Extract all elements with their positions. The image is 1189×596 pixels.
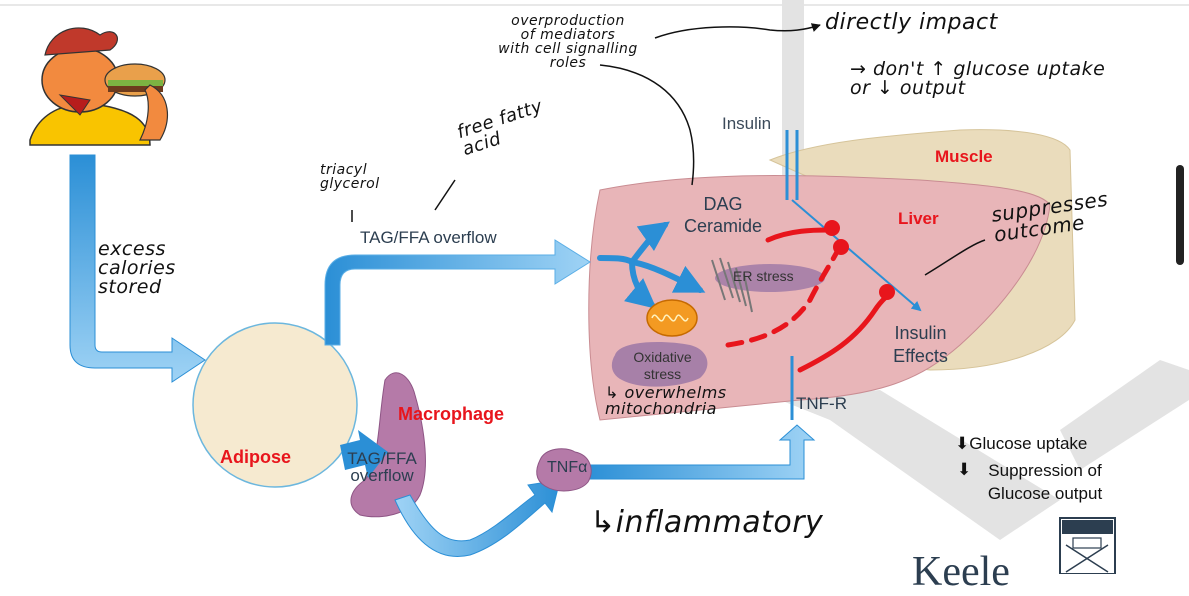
tag-ffa-overflow-arrow-top [324, 239, 591, 346]
muscle-label: Muscle [935, 147, 993, 166]
diagram-canvas [0, 0, 1189, 574]
scrollbar-thumb[interactable] [1176, 165, 1184, 265]
handwritten-connectors [351, 23, 986, 276]
tag-ffa-overflow-bottom-label: TAG/FFA overflow [347, 449, 417, 485]
mitochondrion-icon [646, 299, 698, 337]
burger-eating-person-icon [29, 27, 168, 146]
note-excess-calories: excess calories stored [98, 238, 176, 298]
inhibition-endpoints [824, 220, 895, 300]
insulin-effects-label: Insulin Effects [893, 323, 948, 367]
note-dont-glucose: → don't ↑ glucose uptake or ↓ output [850, 58, 1106, 99]
excess-calories-arrow [69, 154, 206, 383]
note-overproduction: overproduction of mediators with cell si… [498, 13, 638, 71]
adipose-cell [192, 322, 358, 488]
down-arrow-icon: ⬇ [957, 460, 972, 479]
keele-crest-icon [1059, 517, 1116, 574]
effect-suppression-icon-row: ⬇ [957, 460, 971, 480]
insulin-label: Insulin [722, 114, 772, 133]
oxidative-stress-label: Oxidative stress [633, 349, 692, 382]
er-stress-label: ER stress [733, 268, 794, 284]
keele-logo-text: Keele [912, 549, 1010, 595]
oxidative-stress-blob [611, 342, 708, 387]
effect-suppression-label: Suppression of Glucose output [987, 461, 1103, 503]
note-directly-impact: directly impact [825, 10, 998, 35]
macrophage-to-tnf-arrow [394, 479, 561, 557]
tnf-r-label: TNF-R [796, 394, 847, 413]
insulin-receptor [785, 130, 799, 200]
note-inflammatory: ↳inflammatory [590, 505, 824, 540]
tnf-alpha-label: TNFα [547, 459, 588, 476]
tag-ffa-overflow-top-label: TAG/FFA overflow [360, 228, 497, 247]
endoplasmic-reticulum-icon [711, 257, 825, 313]
note-overwhelms-mitochondria: ↳ overwhelms mitochondria [605, 383, 727, 418]
liver-label: Liver [898, 209, 939, 228]
adipose-label: Adipose [220, 447, 292, 467]
note-triacylglycerol: triacyl glycerol [320, 162, 380, 192]
dag-ceramide-label: DAG Ceramide [683, 194, 763, 236]
intracellular-branch-arrows [597, 221, 706, 309]
macrophage-label: Macrophage [398, 404, 505, 424]
down-arrow-icon: ⬇ [955, 434, 970, 453]
tnf-alpha-blob [536, 448, 592, 492]
adipose-to-macrophage-arrow [340, 430, 388, 478]
insulin-signal-arrow [791, 199, 922, 312]
tnf-to-receptor-arrow [584, 424, 816, 480]
effect-glucose-uptake: ⬇Glucose uptake [955, 434, 1088, 453]
